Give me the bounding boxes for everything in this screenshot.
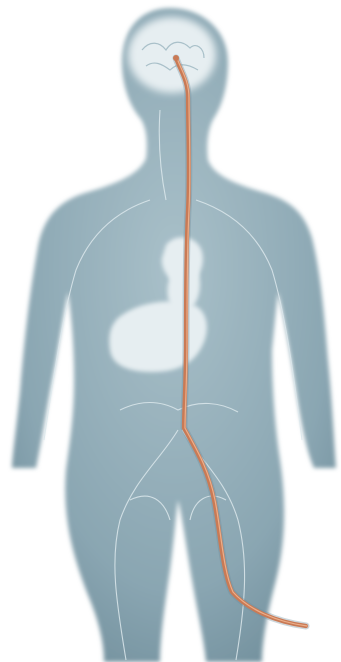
brain-region [128, 17, 216, 93]
brain-shape [128, 17, 216, 93]
catheter-tip [173, 55, 179, 61]
